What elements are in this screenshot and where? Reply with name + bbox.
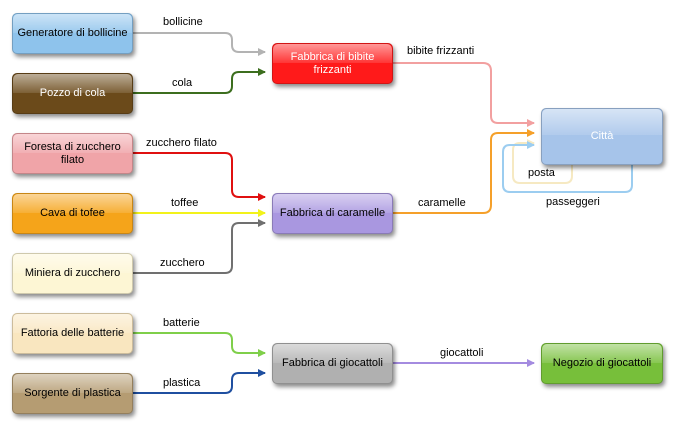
node-foresta[interactable]: Foresta di zucchero filato xyxy=(12,133,133,174)
node-citta[interactable]: Città xyxy=(541,108,663,165)
node-label: Miniera di zucchero xyxy=(24,267,121,279)
node-generatore[interactable]: Generatore di bollicine xyxy=(12,13,133,54)
edge-label-plastica: plastica xyxy=(163,377,201,389)
edge-label-bollicine: bollicine xyxy=(163,16,203,28)
node-label: Fabbrica di giocattoli xyxy=(282,357,383,369)
node-miniera[interactable]: Miniera di zucchero xyxy=(12,253,133,294)
node-caramelle[interactable]: Fabbrica di caramelle xyxy=(272,193,393,234)
edge-caramelle xyxy=(393,129,535,214)
edge-bollicine xyxy=(133,32,266,56)
node-label: Generatore di bollicine xyxy=(17,27,128,39)
node-label: Negozio di giocattoli xyxy=(552,357,652,369)
node-giocattoli[interactable]: Fabbrica di giocattoli xyxy=(272,343,393,384)
node-label: Pozzo di cola xyxy=(39,87,106,99)
node-label: Fabbrica di caramelle xyxy=(279,207,386,219)
edge-label-cola: cola xyxy=(172,77,193,89)
edge-label-caramelle: caramelle xyxy=(418,197,466,209)
node-label: Cava di tofee xyxy=(40,207,105,219)
node-label: Fabbrica di bibite frizzanti xyxy=(290,50,375,76)
node-pozzo[interactable]: Pozzo di cola xyxy=(12,73,133,114)
node-label: Città xyxy=(590,130,614,142)
edge-label-giocattoli: giocattoli xyxy=(440,347,484,359)
edge-label-batterie: batterie xyxy=(163,317,200,329)
edge-zucchero-filato xyxy=(133,152,266,201)
node-batterie[interactable]: Fattoria delle batterie xyxy=(12,313,133,354)
node-label: Foresta di zucchero filato xyxy=(24,140,121,166)
edge-zucchero xyxy=(133,219,266,274)
edge-label-toffee: toffee xyxy=(171,197,199,209)
edge-bibite-frizzanti xyxy=(393,62,535,127)
edge-passeggeri xyxy=(502,141,633,193)
edge-plastica xyxy=(133,369,266,394)
edge-cola xyxy=(133,68,266,94)
edge-label-zucchero-filato: zucchero filato xyxy=(146,137,217,149)
edge-label-bibite-frizzanti: bibite frizzanti xyxy=(407,45,475,57)
edge-label-passeggeri: passeggeri xyxy=(546,196,600,208)
edge-batterie xyxy=(133,332,266,357)
edge-label-posta: posta xyxy=(528,167,555,179)
node-label: Fattoria delle batterie xyxy=(20,327,125,339)
node-plastica[interactable]: Sorgente di plastica xyxy=(12,373,133,414)
node-label: Sorgente di plastica xyxy=(24,387,121,399)
node-cava[interactable]: Cava di tofee xyxy=(12,193,133,234)
node-bibite[interactable]: Fabbrica di bibite frizzanti xyxy=(272,43,393,84)
node-negozio[interactable]: Negozio di giocattoli xyxy=(541,343,663,384)
edge-label-zucchero: zucchero xyxy=(160,257,205,269)
